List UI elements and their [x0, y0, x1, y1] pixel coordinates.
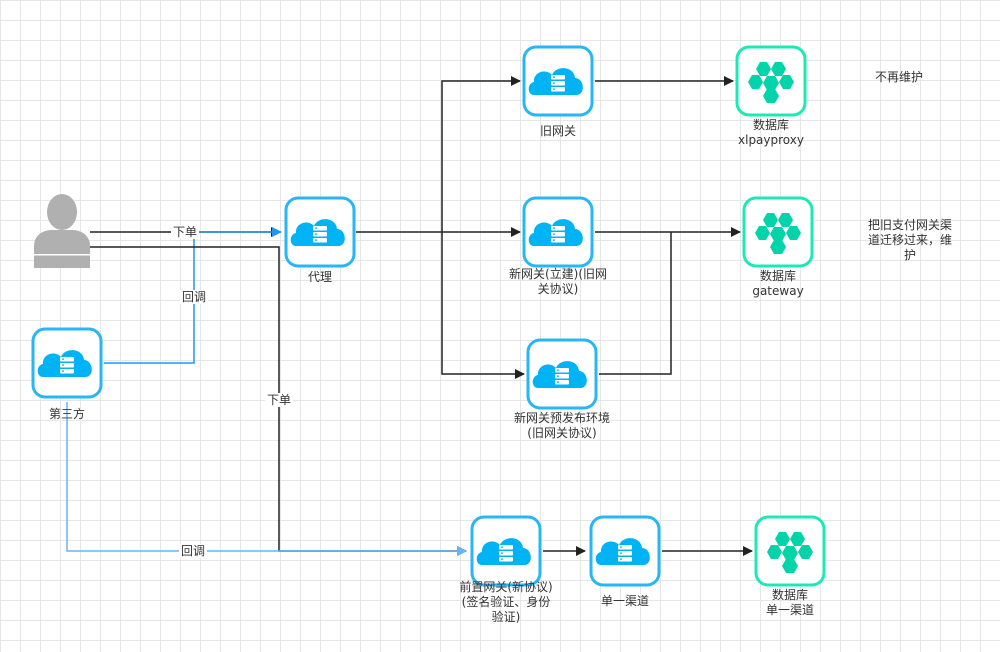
- edge-thirdparty-front-gateway-callback: [66, 402, 467, 556]
- edge-label-order-mid: 下单: [264, 393, 294, 407]
- note-migrate: 把旧支付网关渠 道迁移过来，维 护: [868, 218, 953, 262]
- db-gateway-label: 数据库 gateway: [752, 269, 804, 298]
- new-gateway-pre-node-icon: [526, 338, 598, 410]
- edge-new-gateway-pre-db: [599, 232, 672, 375]
- new-gateway-node-icon: [522, 196, 594, 268]
- third-party-node-icon: [31, 327, 103, 399]
- note-no-maintain: 不再维护: [875, 70, 924, 84]
- new-gateway-pre-label: 新网关预发布环境 (旧网关协议): [513, 411, 611, 440]
- front-gateway-node-icon: [470, 515, 542, 587]
- single-channel-label: 单一渠道: [600, 594, 650, 608]
- front-gateway-label: 前置网关(新协议) (签名验证、身份 验证): [459, 580, 553, 624]
- db-single-channel-label: 数据库 单一渠道: [765, 588, 815, 617]
- db-xlpayproxy-label: 数据库 xlpayproxy: [738, 118, 804, 147]
- old-gateway-node-icon: [522, 45, 594, 117]
- edge-proxy-old-gateway: [356, 76, 521, 233]
- db-single-channel-icon: [754, 515, 826, 587]
- edge-proxy-new-gateway-pre: [441, 232, 525, 379]
- proxy-node-icon: [284, 196, 356, 268]
- proxy-label: 代理: [307, 270, 333, 284]
- db-gateway-icon: [742, 196, 814, 268]
- new-gateway-label: 新网关(立建)(旧网 关协议): [508, 267, 608, 296]
- edge-label-callback-bottom: 回调: [178, 544, 208, 558]
- db-xlpayproxy-icon: [735, 45, 807, 117]
- old-gateway-label: 旧网关: [539, 124, 577, 138]
- third-party-label: 第三方: [48, 407, 86, 421]
- edge-label-callback-top: 回调: [179, 290, 209, 304]
- user-silhouette-icon: [34, 194, 90, 268]
- single-channel-node-icon: [589, 515, 661, 587]
- edge-label-order-top: 下单: [170, 225, 200, 239]
